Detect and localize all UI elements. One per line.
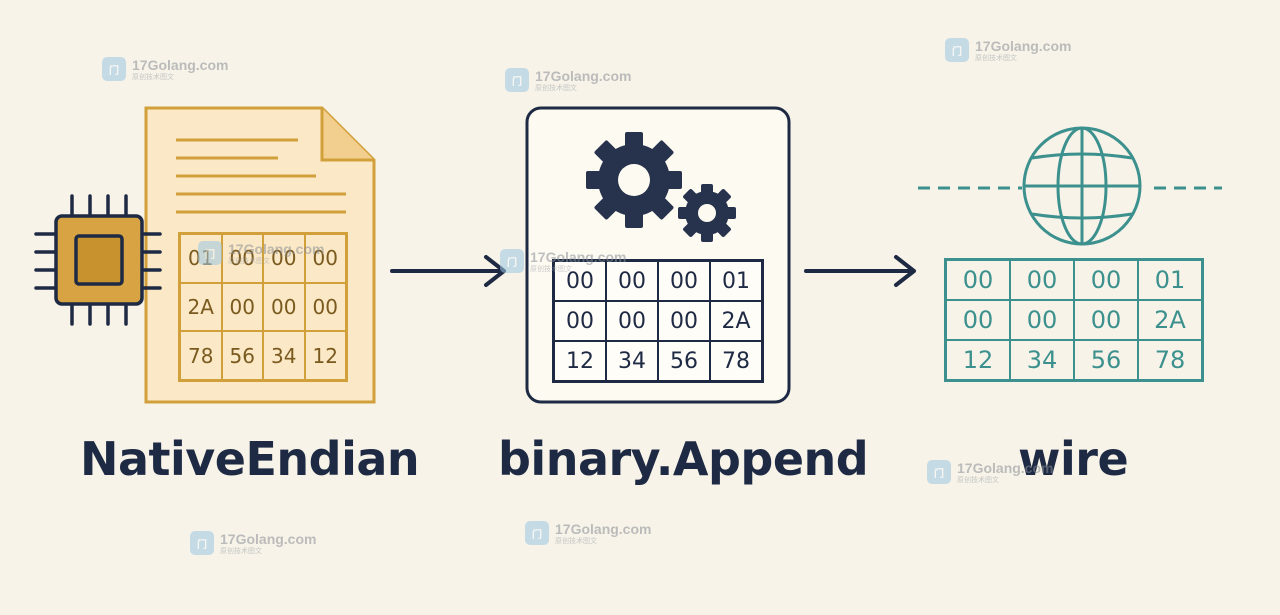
byte-cell: 00 (263, 282, 305, 332)
byte-cell: 00 (1010, 260, 1074, 300)
native-endian-label: NativeEndian (80, 432, 420, 486)
byte-cell: 56 (658, 341, 710, 381)
wire-label: wire (1018, 432, 1129, 486)
byte-cell: 00 (1074, 300, 1138, 340)
watermark-logo-icon: 门 (190, 531, 214, 555)
native-byte-grid: 010000002A00000078563412 (178, 232, 348, 382)
byte-cell: 00 (221, 282, 263, 332)
byte-cell: 00 (606, 261, 658, 301)
byte-cell: 56 (221, 331, 263, 380)
byte-cell: 00 (658, 261, 710, 301)
cpu-chip-icon (34, 194, 162, 326)
byte-cell: 00 (946, 260, 1010, 300)
binary-append-label: binary.Append (498, 432, 869, 486)
watermark-logo-icon: 门 (945, 38, 969, 62)
byte-cell: 78 (710, 341, 762, 381)
byte-cell: 00 (304, 234, 346, 283)
byte-cell: 56 (1074, 340, 1138, 380)
byte-cell: 2A (180, 282, 222, 332)
globe-icon (918, 126, 1222, 246)
byte-cell: 34 (263, 331, 305, 380)
byte-cell: 2A (1138, 300, 1202, 340)
arrow-right-icon (804, 255, 916, 287)
watermark-logo-icon: 门 (525, 521, 549, 545)
byte-cell: 12 (554, 341, 606, 381)
byte-cell: 00 (554, 261, 606, 301)
byte-cell: 00 (1074, 260, 1138, 300)
byte-cell: 12 (946, 340, 1010, 380)
byte-cell: 00 (304, 282, 346, 332)
gears-icon (586, 132, 736, 242)
watermark-logo-icon: 门 (505, 68, 529, 92)
byte-cell: 2A (710, 301, 762, 341)
byte-cell: 12 (304, 331, 346, 380)
byte-cell: 34 (1010, 340, 1074, 380)
watermark-logo-icon: 门 (198, 241, 222, 265)
byte-cell: 00 (946, 300, 1010, 340)
byte-cell: 00 (1010, 300, 1074, 340)
byte-cell: 00 (658, 301, 710, 341)
byte-cell: 00 (554, 301, 606, 341)
arrow-right-icon (390, 255, 506, 287)
byte-cell: 34 (606, 341, 658, 381)
byte-cell: 01 (1138, 260, 1202, 300)
watermark-logo-icon: 门 (102, 57, 126, 81)
byte-cell: 00 (263, 234, 305, 283)
byte-cell: 01 (710, 261, 762, 301)
byte-cell: 78 (1138, 340, 1202, 380)
watermark-logo-icon: 门 (500, 249, 524, 273)
watermark-logo-icon: 门 (927, 460, 951, 484)
byte-cell: 78 (180, 331, 222, 380)
byte-cell: 00 (606, 301, 658, 341)
